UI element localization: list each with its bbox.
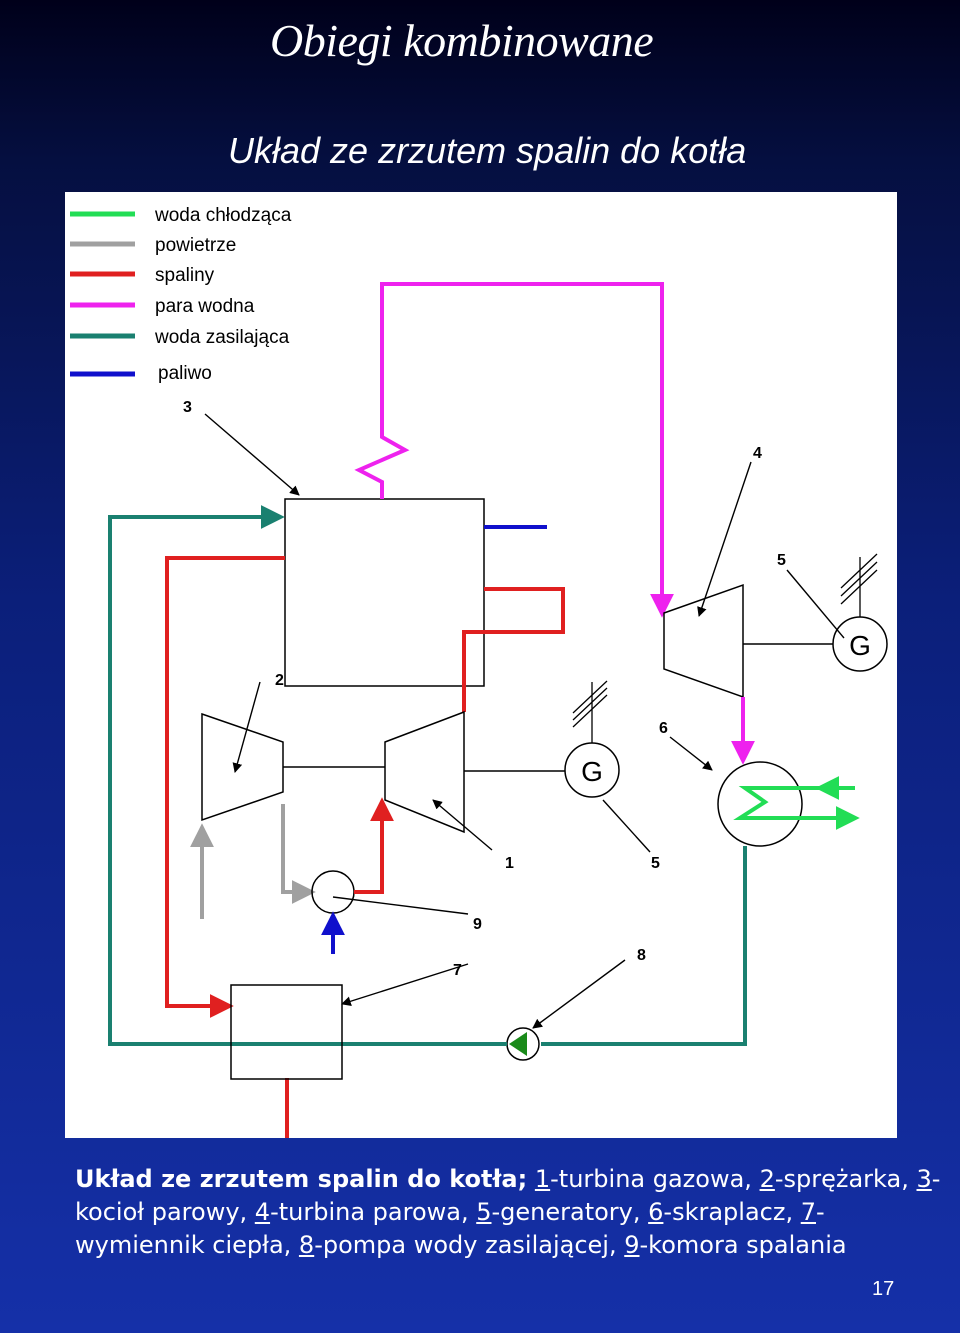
compressor	[201, 712, 284, 822]
caption-num-5: 5	[476, 1198, 492, 1226]
caption-text-8: -pompa wody zasilającej,	[314, 1231, 625, 1259]
legend-label-cooling-water: woda chłodząca	[154, 205, 292, 226]
caption-lead: Układ ze zrzutem spalin do kotła;	[75, 1165, 528, 1193]
condensate-line	[541, 846, 747, 1046]
label-2: 2	[275, 672, 284, 689]
label-5-gas: 5	[651, 855, 660, 872]
diagram-panel: woda chłodząca powietrze spaliny para wo…	[65, 192, 897, 1138]
label-1: 1	[505, 855, 514, 872]
legend-label-flue-gas: spaliny	[155, 265, 215, 286]
flue-gas-line-to-exchanger	[165, 556, 285, 1018]
caption-num-1: 1	[534, 1165, 551, 1193]
caption-num-6: 6	[648, 1198, 664, 1226]
caption-num-8: 8	[298, 1231, 315, 1259]
heat-exchanger	[230, 984, 343, 1080]
legend: woda chłodząca powietrze spaliny para wo…	[70, 205, 292, 384]
label-7: 7	[453, 962, 462, 979]
legend-label-steam: para wodna	[155, 296, 255, 317]
caption-text-9: -komora spalania	[639, 1231, 847, 1259]
caption-text-2: -sprężarka,	[774, 1165, 917, 1193]
air-to-combustor-line	[281, 804, 316, 904]
flue-gas-line	[462, 587, 565, 712]
combined-cycle-diagram: woda chłodząca powietrze spaliny para wo…	[70, 205, 888, 1138]
caption-text-4: -turbina parowa,	[270, 1198, 477, 1226]
slide-title: Obiegi kombinowane	[270, 15, 654, 66]
steam-line	[354, 282, 674, 618]
caption-text-7: -wymiennik ciepła,	[75, 1198, 825, 1259]
caption-text-6: -skraplacz,	[663, 1198, 801, 1226]
ground-hatch-icon	[840, 553, 878, 617]
label-8: 8	[637, 947, 646, 964]
generator-gas-symbol: G	[581, 756, 603, 787]
legend-label-air: powietrze	[155, 235, 236, 256]
caption-text-5: -generatory,	[491, 1198, 649, 1226]
combustion-chamber	[311, 870, 355, 914]
combustion-gas-line	[354, 797, 394, 894]
caption-num-4: 4	[254, 1198, 271, 1226]
slide-subtitle: Układ ze zrzutem spalin do kotła	[228, 130, 747, 171]
generator-steam-symbol: G	[849, 630, 871, 661]
gas-turbine	[384, 710, 465, 834]
condenser	[717, 761, 803, 847]
feed-water-line-to-boiler	[108, 505, 342, 1046]
ground-hatch-icon	[572, 680, 608, 743]
label-4: 4	[753, 445, 762, 462]
page-number: 17	[872, 1278, 895, 1300]
leader-lines	[204, 413, 845, 1029]
caption-num-3: 3	[916, 1165, 932, 1193]
caption: Układ ze zrzutem spalin do kotła; 1-turb…	[75, 1163, 945, 1262]
caption-num-2: 2	[759, 1165, 775, 1193]
heat-exchanger-coil-icon	[733, 786, 830, 820]
label-6: 6	[659, 720, 668, 737]
caption-num-9: 9	[624, 1231, 640, 1259]
feed-pump-indicator	[509, 1032, 527, 1056]
label-3: 3	[183, 399, 192, 416]
steam-boiler	[284, 498, 485, 687]
legend-label-feed-water: woda zasilająca	[154, 327, 290, 348]
caption-num-7: 7	[800, 1198, 816, 1226]
label-9: 9	[473, 916, 482, 933]
caption-text-3: -kocioł parowy,	[75, 1165, 941, 1226]
legend-label-fuel: paliwo	[158, 363, 212, 384]
label-5-steam: 5	[777, 552, 786, 569]
caption-text-1: -turbina gazowa,	[550, 1165, 760, 1193]
